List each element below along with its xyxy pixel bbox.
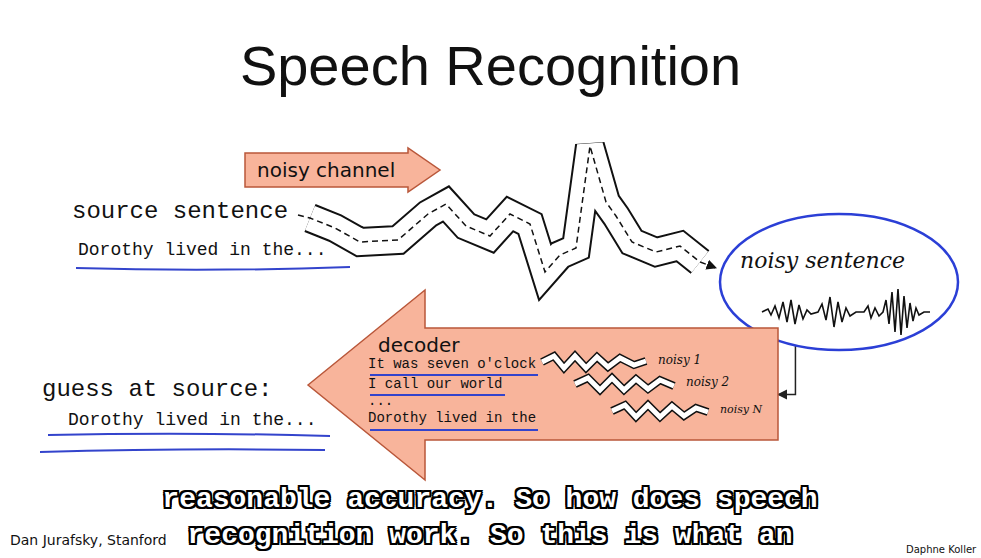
underline <box>48 434 330 436</box>
sentence-heading: guess at source: <box>42 376 272 404</box>
sentence-text: Dorothy lived in the... <box>78 240 326 261</box>
ellipsis: ... <box>368 393 393 409</box>
arrow-label: decoder <box>378 334 459 357</box>
underline <box>40 449 325 452</box>
slide-title: Speech Recognition <box>0 34 981 98</box>
author-credit: Dan Jurafsky, Stanford <box>10 532 167 548</box>
sentence-text: Dorothy lived in the... <box>68 410 316 431</box>
candidate-sentence: I call our world <box>368 376 502 392</box>
underline <box>370 394 505 396</box>
candidate-sentence: It was seven o'clock <box>368 356 536 372</box>
author-credit: Daphne Koller <box>906 544 976 556</box>
arrow-shape <box>245 148 440 192</box>
underline <box>370 374 538 376</box>
underline <box>370 429 538 431</box>
arrow-label: noisy channel <box>257 159 395 182</box>
candidate-sentence: Dorothy lived in the <box>368 410 536 426</box>
waveform <box>762 289 930 335</box>
noise-label: noisy 2 <box>686 376 729 390</box>
noise-squiggle <box>542 356 708 417</box>
sentence-heading: source sentence <box>72 198 288 226</box>
arrow-shape <box>308 290 778 480</box>
noise-label: noisy N <box>720 404 762 417</box>
noise-label: noisy 1 <box>658 354 701 368</box>
flow-connector <box>778 345 795 394</box>
decoder-arrow: decoderIt was seven o'clock I call our wo… <box>308 290 778 480</box>
bubble-label: noisy sentence <box>740 248 905 273</box>
noisy-channel-arrow: noisy channel <box>245 148 440 192</box>
underline <box>76 267 350 270</box>
video-subtitle: reasonable accuracy. So how does speech … <box>140 482 840 554</box>
